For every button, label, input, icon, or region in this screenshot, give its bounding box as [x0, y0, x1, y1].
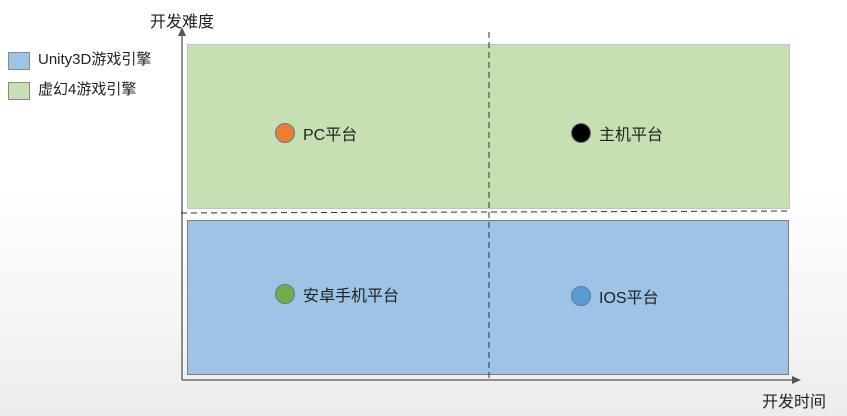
x-axis-arrow — [792, 376, 801, 384]
legend-swatch-unity3d — [8, 52, 30, 70]
legend-item-unity3d: Unity3D游戏引擎 — [8, 50, 168, 70]
y-axis-title: 开发难度 — [150, 14, 215, 31]
android-platform-dot — [275, 284, 295, 304]
legend-label-unreal4: 虚幻4游戏引擎 — [38, 81, 137, 98]
x-axis-title: 开发时间 — [762, 394, 827, 411]
android-platform-label: 安卓手机平台 — [303, 288, 400, 305]
platform-ios: IOS平台 — [571, 284, 659, 308]
console-platform-dot — [571, 123, 591, 143]
ios-platform-dot — [571, 286, 591, 306]
platform-android: 安卓手机平台 — [275, 282, 399, 306]
legend-item-unreal4: 虚幻4游戏引擎 — [8, 80, 168, 100]
unity3d-region — [187, 220, 789, 375]
horizontal-dashed-divider — [180, 210, 790, 214]
legend: Unity3D游戏引擎 虚幻4游戏引擎 — [8, 50, 168, 110]
platform-console: 主机平台 — [571, 121, 663, 145]
platform-pc: PC平台 — [275, 121, 357, 145]
y-axis-arrow — [178, 27, 186, 36]
ios-platform-label: IOS平台 — [599, 290, 659, 307]
pc-platform-dot — [275, 123, 295, 143]
legend-label-unity3d: Unity3D游戏引擎 — [38, 51, 152, 68]
legend-swatch-unreal4 — [8, 82, 30, 100]
pc-platform-label: PC平台 — [303, 127, 358, 144]
console-platform-label: 主机平台 — [599, 127, 664, 144]
